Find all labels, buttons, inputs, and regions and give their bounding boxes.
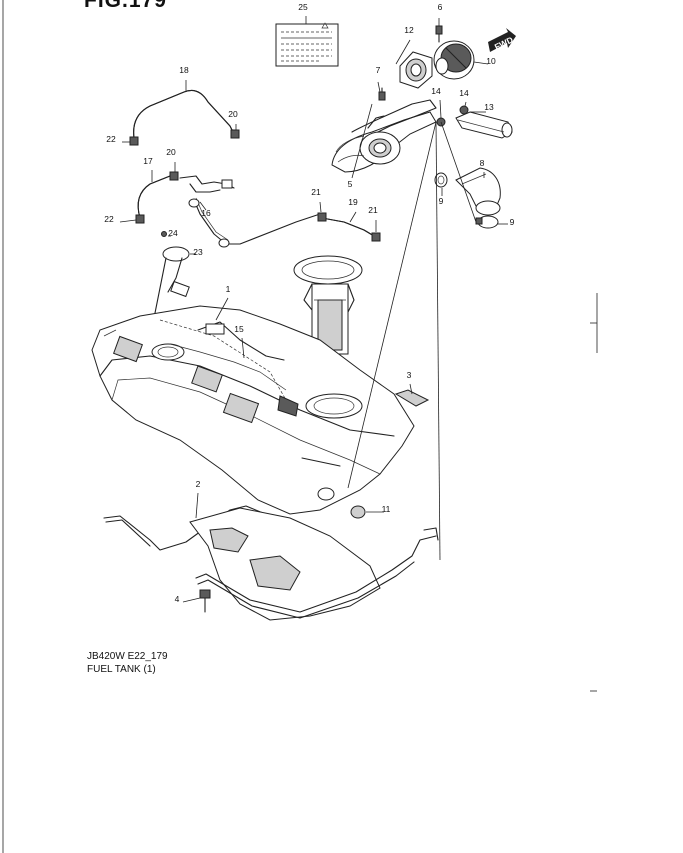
bolt-part-7 xyxy=(378,87,386,101)
callout-1: 1 xyxy=(226,284,231,294)
callout-4: 4 xyxy=(175,594,180,604)
hose-part-19 xyxy=(321,217,375,237)
screw-part-24 xyxy=(161,231,167,237)
filler-hose-part-8 xyxy=(455,167,501,216)
clamp-part-21-left xyxy=(317,212,327,222)
callout-20: 20 xyxy=(228,109,238,119)
screw-part-6 xyxy=(435,25,443,43)
callout-22: 22 xyxy=(104,214,114,224)
clamp-part-22-upper xyxy=(129,136,139,146)
hose-clamp-part-9-upper xyxy=(434,172,448,188)
callout-13: 13 xyxy=(484,102,494,112)
callout-10: 10 xyxy=(486,56,496,66)
vent-pipe-part-16 xyxy=(179,175,321,248)
hose-part-17 xyxy=(137,175,171,219)
callout-19: 19 xyxy=(348,197,358,207)
callout-21: 21 xyxy=(311,187,321,197)
tank-band-part-2 xyxy=(103,505,439,621)
callout-23: 23 xyxy=(193,247,203,257)
hose-part-18 xyxy=(133,89,235,139)
diagram-code: JB420W E22_179 xyxy=(87,651,168,662)
front-marker-label: FWD xyxy=(493,35,515,52)
fuel-level-gauge-part-23 xyxy=(153,246,190,319)
callout-12: 12 xyxy=(404,25,414,35)
clamp-part-22-lower xyxy=(135,214,145,224)
hose-clamp-part-9-lower xyxy=(475,215,499,229)
callout-24: 24 xyxy=(168,228,178,238)
callout-22: 22 xyxy=(106,134,116,144)
callout-6: 6 xyxy=(438,2,443,12)
clamp-part-20-upper xyxy=(230,129,240,139)
callout-14: 14 xyxy=(459,88,469,98)
wire-harness-part-15 xyxy=(169,343,287,391)
callout-9: 9 xyxy=(510,217,515,227)
callout-9: 9 xyxy=(439,196,444,206)
callout-21: 21 xyxy=(368,205,378,215)
clamp-part-20-lower xyxy=(169,171,179,181)
callout-15: 15 xyxy=(234,324,244,334)
cushion-part-11 xyxy=(350,505,366,519)
caution-label-part-25 xyxy=(275,22,339,67)
callout-17: 17 xyxy=(143,156,153,166)
filler-neck-pipe-part-5 xyxy=(331,99,437,173)
callout-2: 2 xyxy=(196,479,201,489)
callout-11: 11 xyxy=(382,504,391,514)
front-direction-arrow xyxy=(488,28,516,52)
fuel-cap-part-10 xyxy=(433,40,475,80)
callout-3: 3 xyxy=(407,370,412,380)
fuel-tank-part-1 xyxy=(91,305,415,515)
filler-flange-part-12 xyxy=(399,51,433,89)
leader-lines xyxy=(119,16,508,603)
clamp-part-21-right xyxy=(371,232,381,242)
diagram-title: FUEL TANK (1) xyxy=(87,664,156,675)
bolt-part-4 xyxy=(199,589,211,613)
callout-20: 20 xyxy=(166,147,176,157)
figure-title: FIG.179 xyxy=(84,0,167,12)
breather-hose-part-13 xyxy=(455,111,513,139)
callout-5: 5 xyxy=(348,179,353,189)
pad-part-3 xyxy=(394,389,430,407)
callout-16: 16 xyxy=(201,208,211,218)
callout-18: 18 xyxy=(179,65,189,75)
callout-25: 25 xyxy=(298,2,308,12)
callout-14: 14 xyxy=(431,86,441,96)
callout-7: 7 xyxy=(376,65,381,75)
callout-8: 8 xyxy=(480,158,485,168)
